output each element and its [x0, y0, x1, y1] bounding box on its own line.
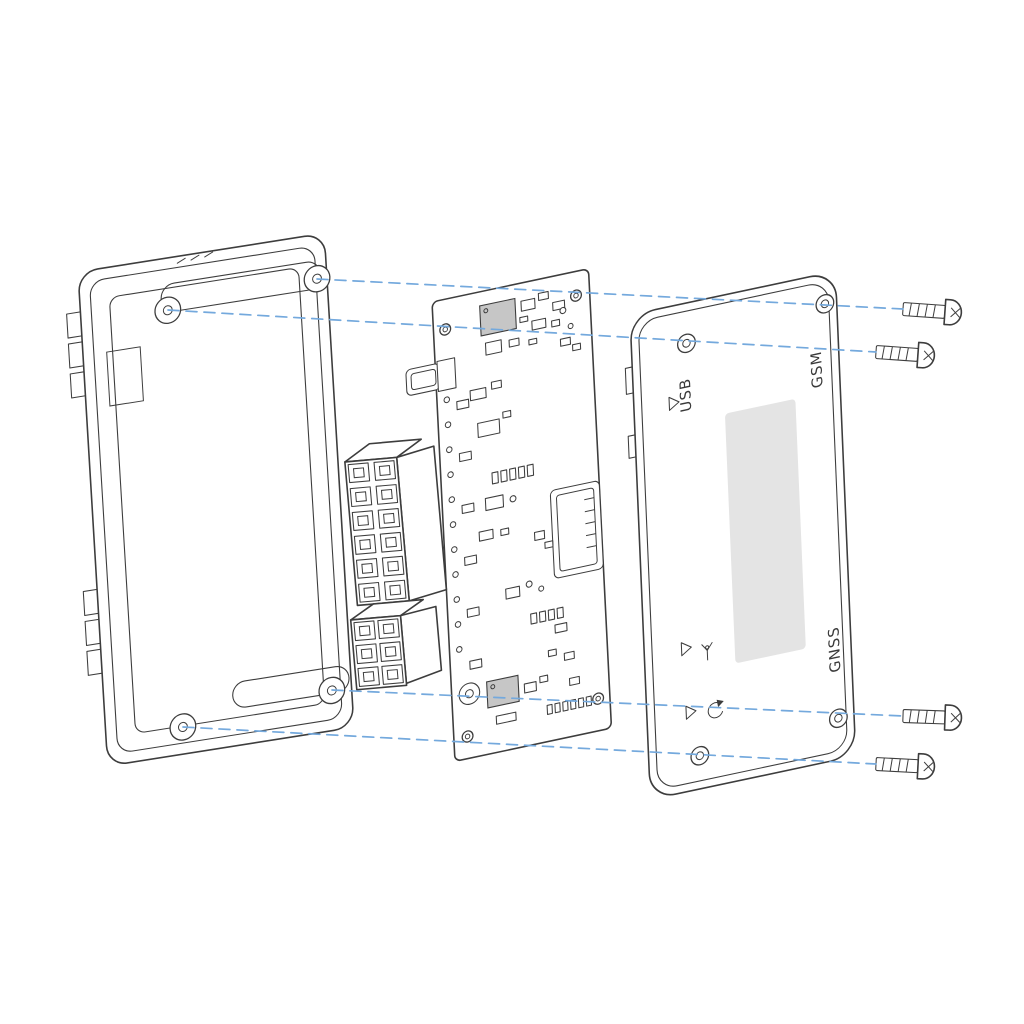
- case-rib-bottom: [232, 665, 350, 708]
- pcb-vias: [443, 396, 483, 670]
- guide-line-top-inner: [167, 309, 877, 353]
- bottom-case: [66, 235, 354, 764]
- triangle-marker-usb: [668, 396, 680, 411]
- circuit-board: [405, 269, 612, 762]
- ic-small-2: [484, 494, 505, 512]
- sim-card-holder: [549, 480, 604, 579]
- screw-top-right: [901, 295, 964, 327]
- case-vent-marks: [176, 251, 214, 264]
- ic-small: [477, 418, 501, 439]
- case-inner-rim: [89, 247, 343, 752]
- guide-line-bottom-inner: [182, 726, 877, 765]
- ic-main-dot: [483, 308, 489, 314]
- ic-secondary-dot: [490, 684, 496, 690]
- antenna-icon: [701, 641, 713, 661]
- screw-bottom-left: [874, 750, 936, 781]
- triangle-marker-reset: [685, 705, 697, 720]
- case-wall-cutout: [106, 346, 144, 407]
- gsm-label: GSM: [807, 349, 826, 390]
- case-floor-edge: [109, 268, 325, 733]
- pin-connector-6: [349, 598, 443, 691]
- refresh-icon: [707, 699, 724, 719]
- gnss-label: GNSS: [825, 625, 845, 675]
- guide-line-bottom-outer: [331, 689, 904, 717]
- cover-label-plate: [725, 399, 806, 663]
- case-outer-wall: [78, 235, 354, 764]
- screw-top-left: [874, 338, 937, 370]
- ic-secondary: [486, 674, 520, 709]
- ic-main: [479, 297, 517, 337]
- guide-line-top-outer: [316, 278, 904, 310]
- cover-inner-edge: [638, 284, 848, 787]
- screw-bottom-right: [901, 702, 963, 732]
- usb-label: USB: [676, 376, 695, 413]
- assembly-guide-lines: [167, 278, 904, 765]
- micro-usb-connector: [405, 357, 457, 396]
- pin-connector-12: [344, 438, 448, 607]
- top-cover: USB GSM GNSS: [624, 275, 856, 796]
- pcb-components: [469, 290, 593, 725]
- triangle-marker-antenna: [680, 642, 692, 657]
